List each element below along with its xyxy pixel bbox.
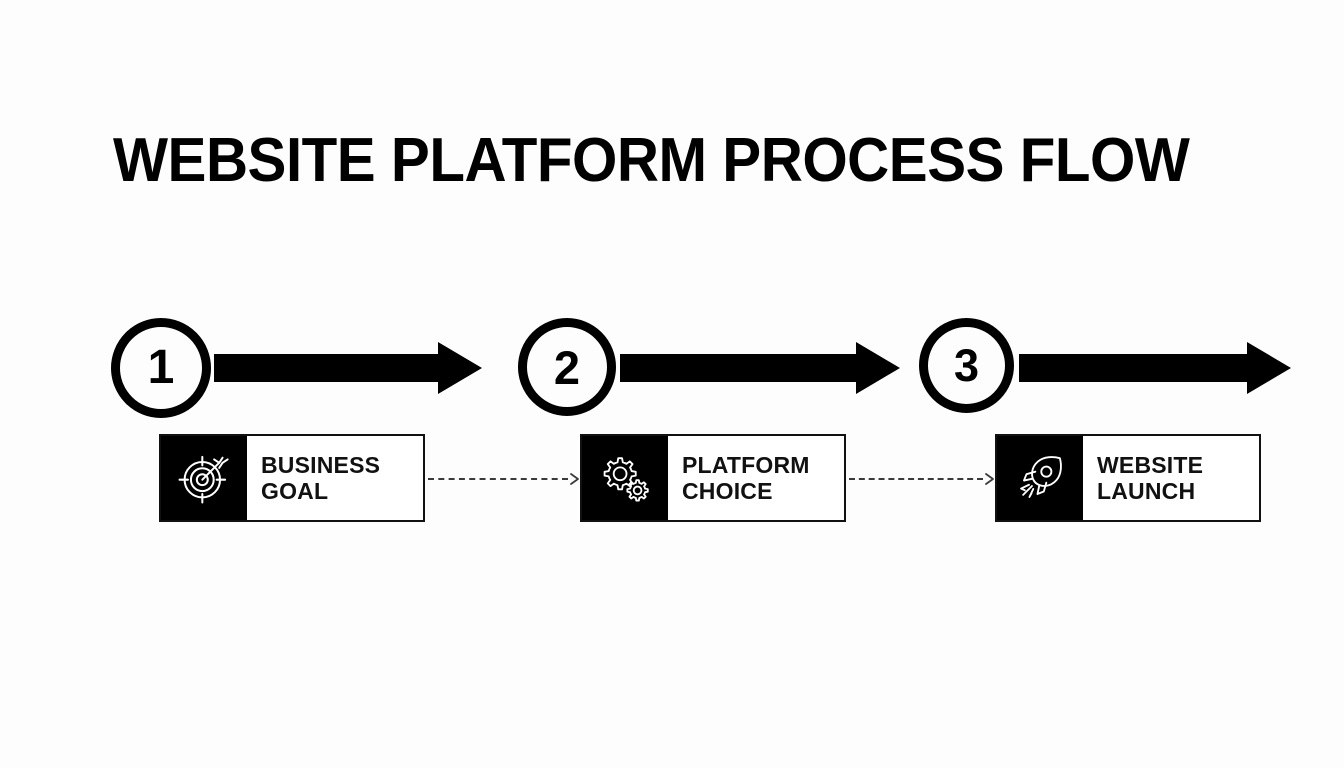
flow-arrow-1 [214, 342, 482, 394]
step-number-label-2: 2 [553, 340, 581, 394]
step-row-2: 2 [518, 318, 1298, 428]
dashed-connector-2-arrowhead [985, 473, 994, 485]
flow-arrow-2-head [856, 342, 900, 394]
rocket-icon [997, 436, 1083, 520]
flow-arrow-1-head [438, 342, 482, 394]
flow-arrow-2 [620, 342, 900, 394]
gears-icon [582, 436, 668, 520]
page-title: WEBSITE PLATFORM PROCESS FLOW [113, 126, 1190, 195]
step-card-label-3-line2: LAUNCH [1097, 478, 1196, 504]
dashed-connector-1-line [428, 478, 568, 480]
flow-arrow-2-shaft [620, 354, 858, 382]
dashed-connector-2 [849, 470, 995, 488]
dashed-connector-1-arrowhead [570, 473, 579, 485]
step-card-label-2-line1: PLATFORM [682, 451, 810, 478]
step-card-label-2-line2: CHOICE [682, 478, 773, 504]
dashed-connector-1 [428, 470, 580, 488]
step-card-platform-choice[interactable]: PLATFORM CHOICE [580, 434, 846, 522]
step-number-label-1: 1 [147, 341, 175, 394]
target-icon [161, 436, 247, 520]
flow-arrow-3 [1019, 342, 1291, 394]
step-card-label-1: BUSINESS GOAL [247, 436, 423, 520]
step-card-business-goal[interactable]: BUSINESS GOAL [159, 434, 425, 522]
step-number-circle-3[interactable]: 3 [919, 318, 1014, 413]
step-number-circle-1[interactable]: 1 [111, 318, 211, 418]
flow-arrow-3-head [1247, 342, 1291, 394]
dashed-connector-2-line [849, 478, 983, 480]
flow-arrow-1-shaft [214, 354, 440, 382]
step-card-website-launch[interactable]: WEBSITE LAUNCH [995, 434, 1261, 522]
step-row-1: 1 [111, 318, 1291, 428]
step-card-label-3: WEBSITE LAUNCH [1083, 436, 1259, 520]
step-number-label-3: 3 [953, 340, 980, 391]
step-card-label-1-line2: GOAL [261, 478, 329, 504]
step-card-label-1-line1: BUSINESS [261, 451, 381, 478]
step-card-label-2: PLATFORM CHOICE [668, 436, 844, 520]
step-row-3: 3 [919, 318, 1299, 428]
step-number-circle-2[interactable]: 2 [518, 318, 616, 416]
step-card-label-3-line1: WEBSITE [1097, 451, 1204, 478]
flow-arrow-3-shaft [1019, 354, 1249, 382]
